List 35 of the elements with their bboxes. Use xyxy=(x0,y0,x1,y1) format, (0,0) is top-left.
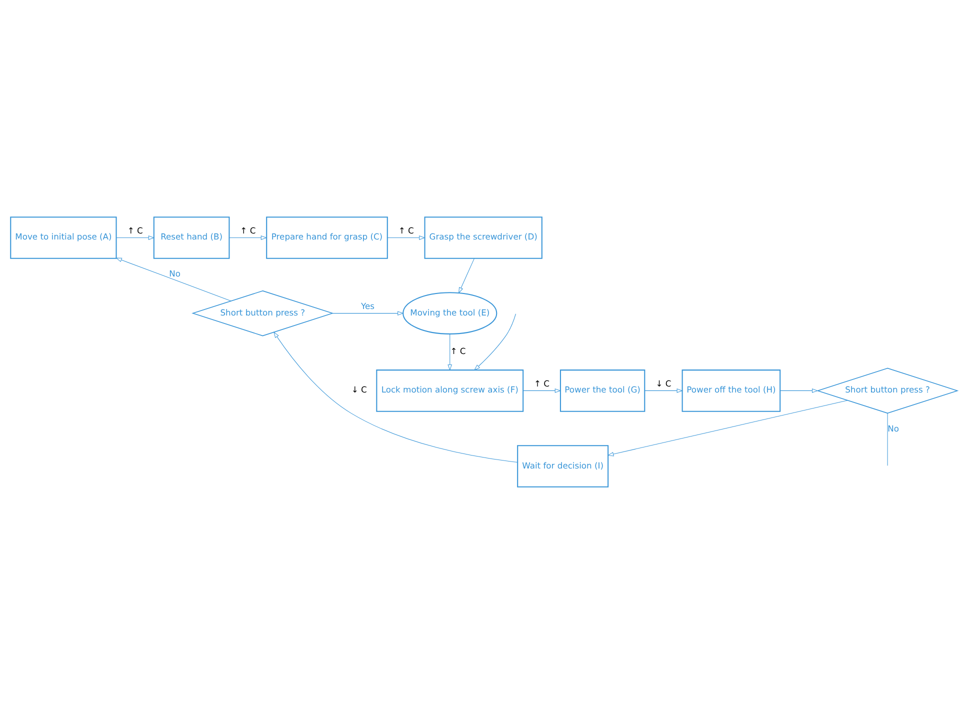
node-box: Grasp the screwdriver (D) xyxy=(424,216,542,259)
arrow xyxy=(116,258,232,302)
arrow xyxy=(780,388,818,393)
arrow xyxy=(229,236,268,240)
arrow xyxy=(607,400,848,456)
edge-label: ↓ C xyxy=(656,378,672,388)
arrow xyxy=(644,388,684,393)
node-box: Reset hand (B) xyxy=(153,216,230,259)
edge-label: ↑ C xyxy=(450,346,466,356)
arrow xyxy=(474,314,516,370)
node-box: Move to initial pose (A) xyxy=(10,216,117,259)
edge-label: ↓ C xyxy=(351,384,367,395)
edge-label: ↑ C xyxy=(127,225,143,236)
edge-label: ↑ C xyxy=(240,225,256,236)
node-box: Wait for decision (I) xyxy=(517,445,609,488)
edge-label: No xyxy=(169,268,181,279)
node-diamond: Short button press ? xyxy=(192,290,334,336)
edge-label: ↑ C xyxy=(398,225,414,236)
arrow xyxy=(332,311,404,316)
edge-label: No xyxy=(888,423,899,434)
node-box: Prepare hand for grasp (C) xyxy=(266,216,388,259)
arrow xyxy=(522,388,562,393)
node-box: Power off the tool (H) xyxy=(682,370,781,412)
edge-label: ↑ C xyxy=(534,378,550,388)
node-ellipse: Moving the tool (E) xyxy=(402,292,498,334)
arrow xyxy=(448,334,452,371)
node-box: Power the tool (G) xyxy=(560,370,646,412)
arrow xyxy=(387,236,426,240)
arrow xyxy=(274,332,518,463)
arrow xyxy=(458,258,475,294)
arrow xyxy=(116,236,155,240)
node-box: Lock motion along screw axis (F) xyxy=(376,370,524,412)
edge-label: Yes xyxy=(361,301,375,312)
node-diamond: Short button press ? xyxy=(816,368,959,414)
connector xyxy=(887,413,888,466)
